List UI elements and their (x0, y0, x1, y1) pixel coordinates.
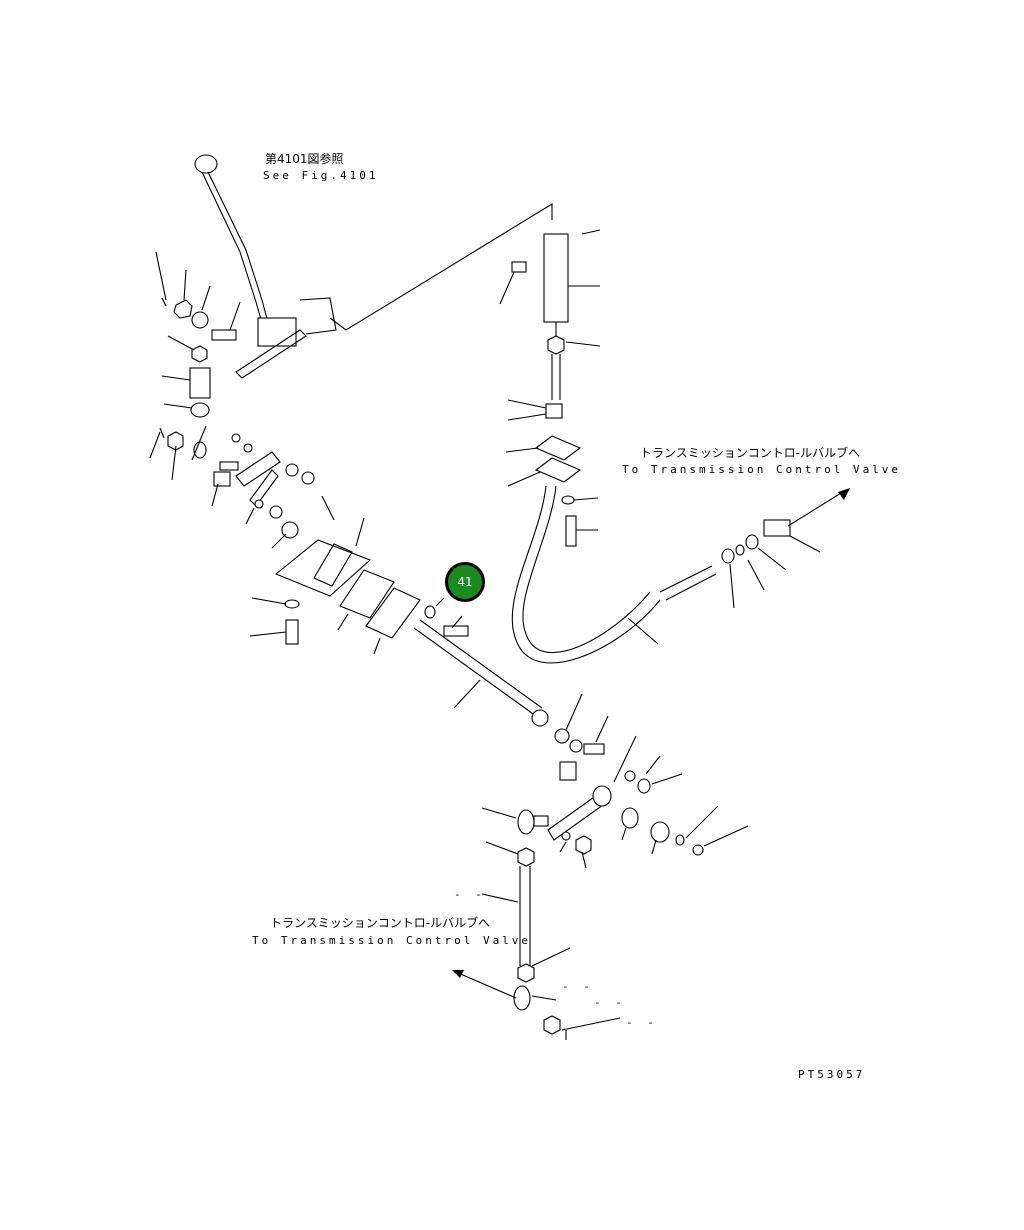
callout-badge-41[interactable]: 41 (445, 562, 485, 602)
upper-left-hardware (159, 297, 237, 459)
dest-top-en: To Transmission Control Valve (622, 463, 902, 476)
upper-right-rod (511, 233, 850, 664)
dest-bottom-jp: トランスミッションコントロ-ルバルブへ (270, 916, 491, 930)
dash-label: - - (454, 888, 486, 901)
callout-number: 41 (457, 575, 473, 589)
leader-lines (149, 229, 821, 1031)
shift-lever (194, 154, 553, 379)
ref-fig-en: See Fig.4101 (263, 169, 379, 182)
linkage-arm (213, 433, 315, 539)
control-rod (413, 605, 549, 727)
dest-top-jp: トランスミッションコントロ-ルバルブへ (640, 446, 861, 460)
lower-linkage (452, 728, 704, 1040)
dest-bottom-en: To Transmission Control Valve (252, 934, 532, 947)
ref-fig-jp: 第4101図参照 (265, 152, 344, 166)
bracket-plates (274, 539, 421, 645)
dash-label: - - (626, 1016, 658, 1029)
dash-label: - - (562, 980, 594, 993)
dash-label: - - (594, 996, 626, 1009)
figure-code: PT53057 (798, 1068, 866, 1081)
